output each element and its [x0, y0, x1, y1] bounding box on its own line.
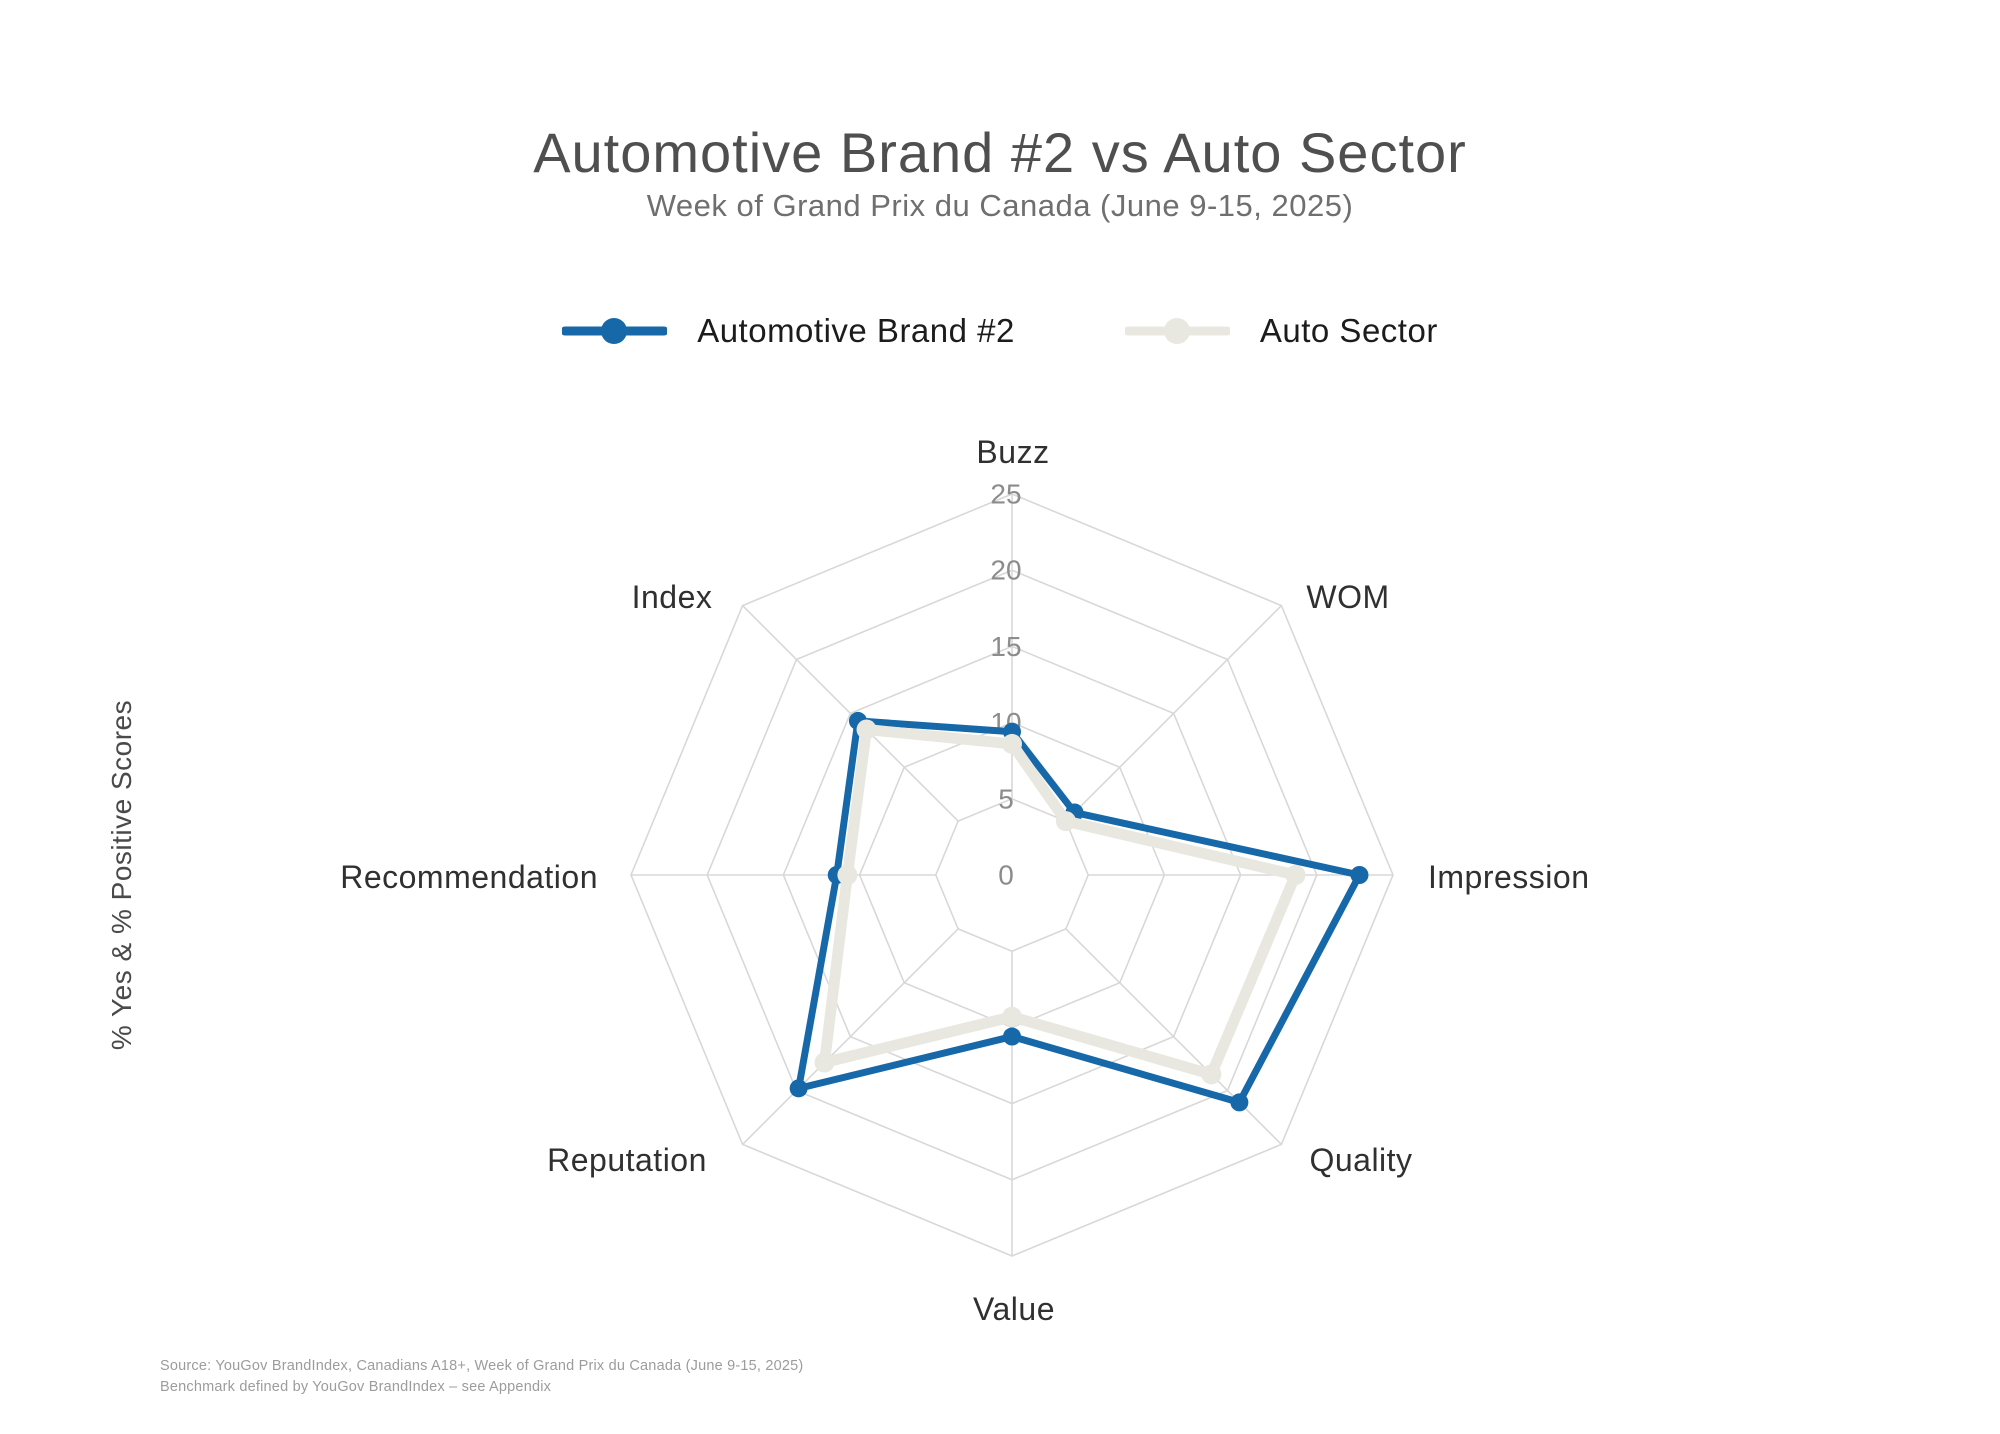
axis-label-quality: Quality [1309, 1142, 1412, 1178]
data-point-automotive-brand-2-quality [1230, 1093, 1249, 1112]
legend-item-brand: Automotive Brand #2 [562, 312, 1015, 350]
axis-label-buzz: Buzz [976, 434, 1049, 470]
axis-spoke-index [742, 605, 959, 822]
source-note-line2: Benchmark defined by YouGov BrandIndex –… [160, 1379, 552, 1395]
page-title: Automotive Brand #2 vs Auto Sector [533, 121, 1467, 184]
source-note-line1: Source: YouGov BrandIndex, Canadians A18… [160, 1358, 804, 1374]
axis-label-impression: Impression [1428, 859, 1590, 895]
y-axis-title: % Yes & % Positive Scores [106, 699, 137, 1051]
data-point-auto-sector-quality [1201, 1064, 1222, 1085]
axis-label-recommendation: Recommendation [340, 859, 598, 895]
data-point-automotive-brand-2-value [1003, 1027, 1021, 1046]
series-line-auto-sector [818, 724, 1301, 1080]
legend-line-dot-icon [562, 318, 668, 344]
data-point-auto-sector-wom [1055, 811, 1076, 832]
data-point-auto-sector-reputation [814, 1052, 835, 1073]
radial-tick-label-15: 15 [990, 631, 1021, 662]
legend-item-sector: Auto Sector [1124, 312, 1438, 350]
radial-tick-label-20: 20 [990, 555, 1021, 586]
data-point-auto-sector-impression [1285, 865, 1306, 885]
data-point-automotive-brand-2-impression [1350, 866, 1369, 884]
page-subtitle: Week of Grand Prix du Canada (June 9-15,… [646, 188, 1354, 223]
data-point-automotive-brand-2-reputation [789, 1079, 808, 1098]
legend-line-dot-icon [1124, 318, 1230, 344]
legend-label-sector: Auto Sector [1259, 312, 1438, 349]
axis-spoke-reputation [742, 928, 959, 1145]
radial-tick-label-5: 5 [998, 783, 1014, 814]
axis-label-index: Index [632, 579, 713, 615]
data-point-auto-sector-buzz [1002, 733, 1022, 754]
axis-label-reputation: Reputation [547, 1142, 707, 1178]
chart-legend: Automotive Brand #2 Auto Sector [0, 312, 2000, 350]
source-note: Source: YouGov BrandIndex, Canadians A18… [160, 1356, 803, 1398]
data-point-auto-sector-value [1002, 1006, 1022, 1027]
legend-label-brand: Automotive Brand #2 [697, 312, 1015, 349]
data-point-auto-sector-recommendation [837, 865, 858, 885]
axis-label-wom: WOM [1306, 579, 1389, 615]
axis-spoke-wom [1065, 605, 1282, 822]
radial-tick-label-25: 25 [990, 479, 1021, 510]
data-point-auto-sector-index [856, 719, 877, 740]
radial-tick-label-0: 0 [998, 860, 1014, 891]
axis-label-value: Value [973, 1291, 1055, 1327]
